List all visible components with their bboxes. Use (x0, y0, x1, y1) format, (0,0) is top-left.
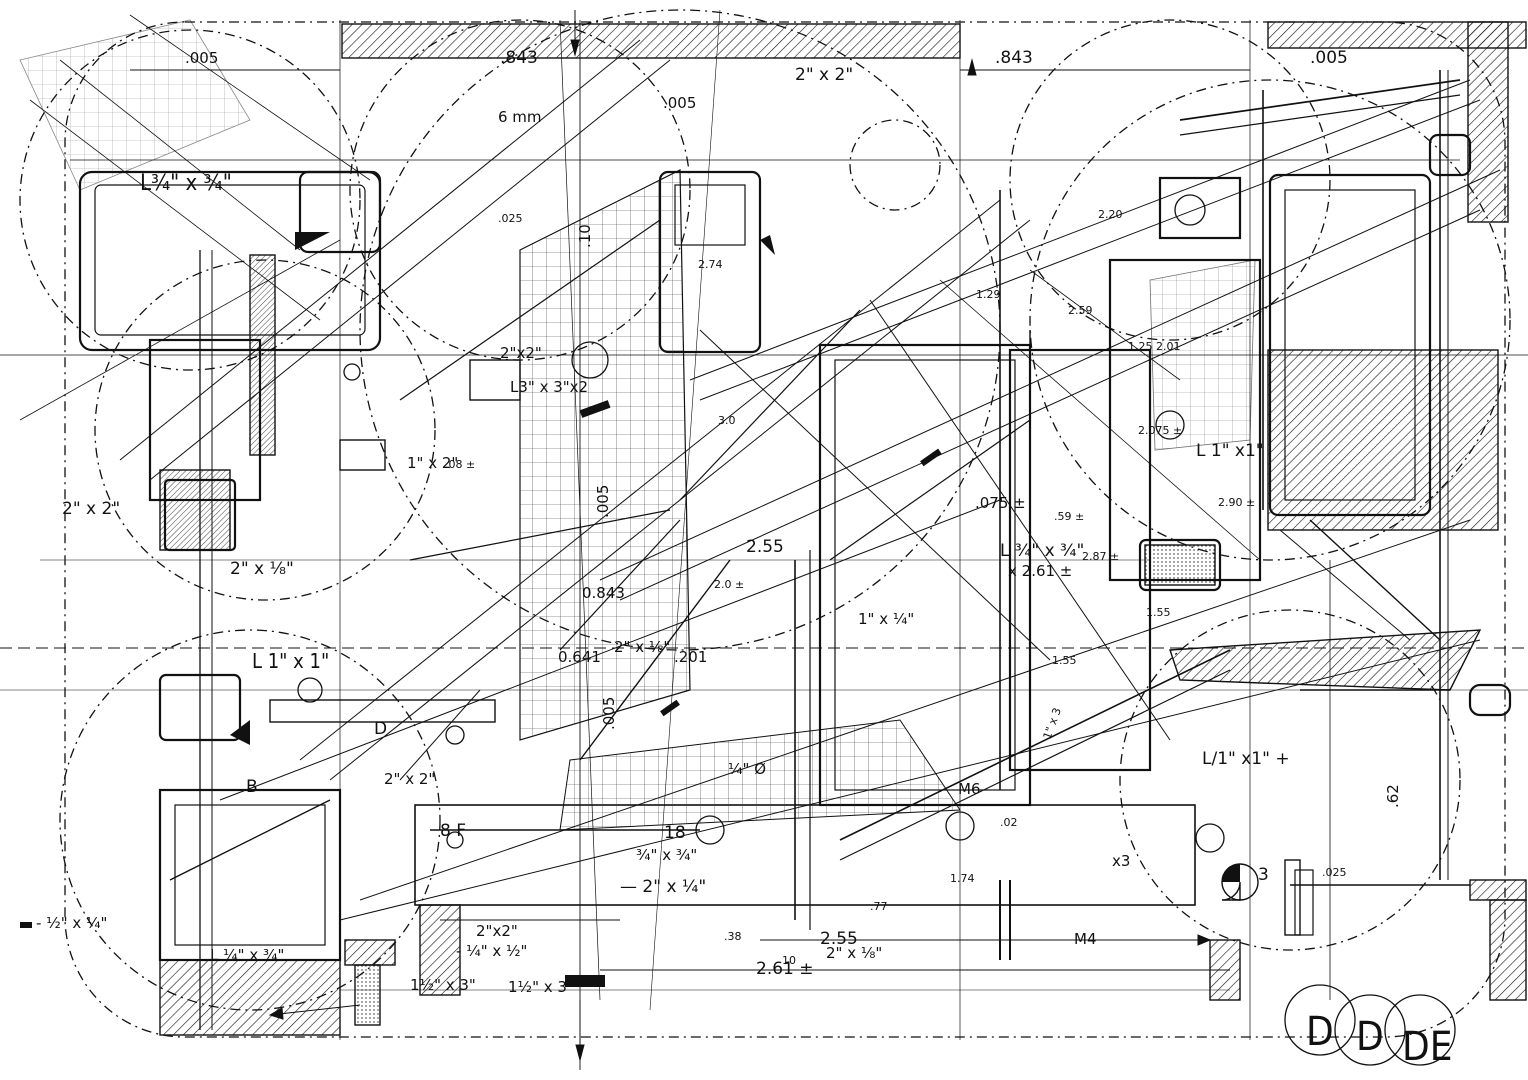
dim-label: B (246, 777, 258, 797)
dim-label: 2.0 ± (714, 578, 744, 591)
dim-label: 2" x ¹⁄₈" (614, 638, 670, 656)
solid-accents (20, 232, 1259, 987)
dim-label: ¹⁄₄" Ø (728, 760, 766, 778)
dim-label: 1.55 (1146, 606, 1171, 619)
dim-label: 8 F (440, 821, 466, 841)
dim-label: M4 (1074, 930, 1097, 948)
dim-label: .38 (724, 930, 742, 943)
dim-label: L ¹⁄₄" x ³⁄₄" (210, 946, 284, 964)
dim-label: M6 (958, 780, 981, 798)
dim-label: — 2" x ¹⁄₄" (620, 877, 706, 897)
dim-label: 2.075 ± (1138, 424, 1182, 437)
dim-label: .201 (674, 648, 707, 666)
dim-label: .843 (500, 48, 538, 68)
dim-label: .005 (1310, 48, 1348, 68)
dim-label: L 1" x 1" (252, 649, 329, 673)
dim-label: 2" x 2" (62, 499, 120, 519)
dim-label: 2" x 2" (795, 65, 853, 85)
dim-label: x3 (1112, 852, 1130, 870)
dim-label: L 1" x1" (1196, 441, 1264, 461)
dim-label: 18 (664, 823, 686, 843)
dim-label: 1.74 (950, 872, 975, 885)
grid-floor (19, 19, 1256, 831)
dim-label: 2.74 (698, 258, 723, 271)
dim-label: 1" x 3 (1041, 706, 1064, 741)
dim-label: 2.59 (1068, 304, 1093, 317)
construction-lines (0, 9, 1528, 1070)
dim-label: 1" x 2" (407, 454, 458, 472)
dim-label: L3" x 3"x2 (510, 378, 588, 396)
dim-label: .843 (995, 48, 1033, 68)
title-mark-d: D (1306, 1009, 1334, 1055)
dim-label: .08 ± (445, 458, 475, 471)
dim-label: .075 ± (975, 494, 1026, 512)
dimension-arrows (130, 10, 1250, 1062)
title-block: D D DE (1306, 1009, 1452, 1070)
dim-label: 10 (782, 954, 796, 967)
dimension-labels: .005 .843 2" x 2" .843 .005 .005 6 mm L³… (36, 48, 1402, 996)
dim-label: 2" x ¹⁄₈" (230, 559, 294, 579)
dim-label: .025 (498, 212, 523, 225)
dim-label: x 2.61 ± (1008, 562, 1072, 580)
dim-label: .025 (1322, 866, 1347, 879)
dim-label: 1¹⁄₂" x 3" (410, 976, 476, 994)
fasteners (297, 194, 1225, 853)
dim-label: - ¹⁄₄" x ¹⁄₂" (456, 942, 527, 960)
dim-label: .005 (600, 697, 618, 730)
dim-label: .62 (1384, 784, 1402, 808)
dim-label: 1.29 (976, 288, 1001, 301)
dim-label: 2.55 (746, 537, 784, 557)
dim-label: 1" x ¹⁄₄" (858, 610, 914, 628)
dim-label: 2.20 (1098, 208, 1123, 221)
dim-label: 2"x2" (500, 344, 542, 362)
dim-label: 2" x 2" (384, 770, 435, 788)
title-mark-d: D (1356, 1014, 1384, 1060)
dim-label: .02 (1000, 816, 1018, 829)
dim-label: 0.641 (558, 648, 601, 666)
dim-label: 2" x ¹⁄₈" (826, 944, 882, 962)
dim-label: 2.90 ± (1218, 496, 1255, 509)
dim-label: 6 mm (498, 108, 542, 126)
dim-label: 1.25 2.01 (1128, 340, 1180, 353)
dim-label: .77 (870, 900, 888, 913)
dim-label: - ¹⁄₂" x ¹⁄₄" (36, 914, 107, 932)
dim-label: 3 (1258, 865, 1269, 885)
dim-label: 3.0 (718, 414, 736, 427)
dim-label: 1¹⁄₂" x 3 (508, 978, 567, 996)
dim-label: L³⁄₄" x ³⁄₄" (140, 171, 232, 196)
dim-label: 1.55 (1052, 654, 1077, 667)
dim-label: .59 ± (1054, 510, 1084, 523)
dim-label: 2.61 ± (756, 959, 814, 979)
dim-label: ³⁄₄" x ³⁄₄" (636, 846, 697, 864)
dim-label: L ³⁄₄" x ³⁄₄" (1000, 541, 1084, 561)
dim-label: 2.87 ± (1082, 550, 1119, 563)
dim-label: .10 (576, 224, 594, 248)
dim-label: .005 (663, 94, 696, 112)
dim-label: 2"x2" (476, 922, 518, 940)
dim-label: 0.843 (582, 584, 625, 602)
dim-label: 2.55 (820, 929, 858, 949)
dim-label: 2 (586, 977, 599, 984)
dim-label: D (374, 719, 387, 739)
dim-label: .005 (185, 49, 218, 67)
dim-label: L/1" x1" + (1202, 749, 1290, 769)
dim-label: .005 (594, 485, 612, 518)
title-mark-de: DE (1402, 1024, 1452, 1070)
